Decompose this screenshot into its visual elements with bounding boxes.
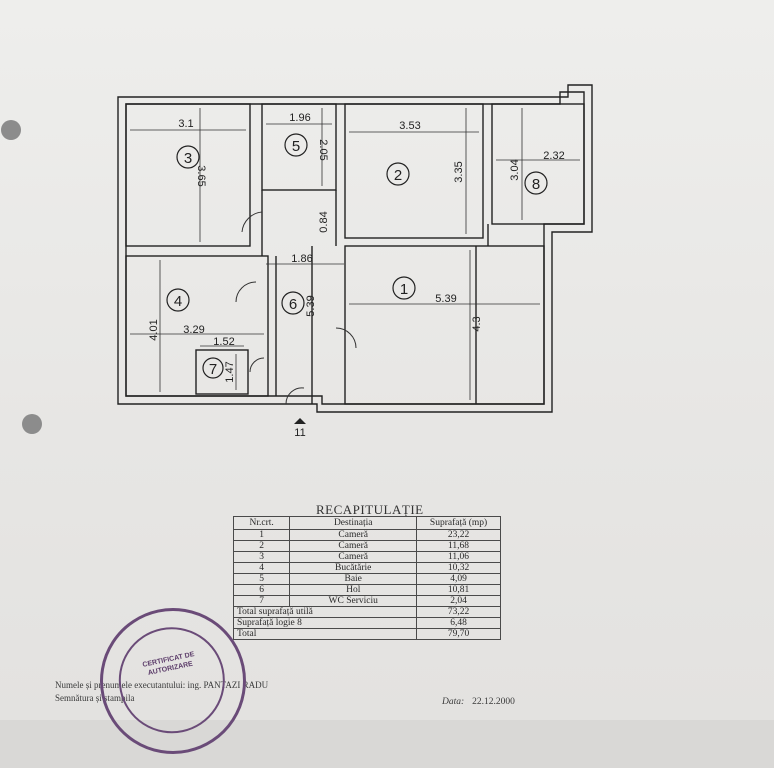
recap-table: Nr.crt. Destinația Suprafață (mp) 1 Came… [232, 516, 501, 640]
date-label: Data: [442, 697, 465, 707]
cell-nr: 7 [232, 595, 291, 607]
table-row: 2 Cameră 11,68 [232, 540, 501, 552]
cell-dest: Baie [289, 573, 418, 585]
header-nr: Nr.crt. [232, 516, 291, 530]
punch-hole-bottom [22, 414, 42, 434]
room-label-4: 4 [174, 293, 182, 310]
dim-room8-width: 2.32 [543, 150, 564, 162]
floor-plan: 1 2 3 4 5 6 7 8 3.1 3.65 1.96 2.05 3.53 … [117, 84, 593, 439]
dim-room2-width: 3.53 [399, 120, 420, 132]
table-header-row: Nr.crt. Destinația Suprafață (mp) [232, 516, 501, 530]
dim-room7-height: 1.47 [224, 361, 236, 382]
table-row: 6 Hol 10,81 [232, 584, 501, 596]
table-row: 5 Baie 4,09 [232, 573, 501, 585]
logie-label: Suprafață logie 8 [232, 617, 418, 629]
cell-nr: 5 [232, 573, 291, 585]
cell-surf: 11,06 [416, 551, 501, 563]
entrance-marker: 11 [294, 427, 305, 439]
cell-surf: 2,04 [416, 595, 501, 607]
date-value: 22.12.2000 [472, 697, 515, 707]
room-label-5: 5 [292, 138, 300, 155]
cell-surf: 10,32 [416, 562, 501, 574]
cell-dest: Bucătărie [289, 562, 418, 574]
cell-nr: 3 [232, 551, 291, 563]
total-util-label: Total suprafață utilă [232, 606, 418, 618]
room-label-8: 8 [532, 176, 540, 193]
dim-room5-height: 2.05 [317, 139, 329, 160]
cell-surf: 11,68 [416, 540, 501, 552]
cell-surf: 23,22 [416, 529, 501, 541]
total-value: 79,70 [416, 628, 501, 640]
cell-dest: WC Serviciu [289, 595, 418, 607]
room-label-3: 3 [184, 150, 192, 167]
table-row: 4 Bucătărie 10,32 [232, 562, 501, 574]
cell-dest: Cameră [289, 529, 418, 541]
cell-nr: 1 [232, 529, 291, 541]
room-label-7: 7 [209, 361, 217, 378]
dim-room4-width: 3.29 [183, 324, 204, 336]
signature-line: Semnătura și ștampila [55, 693, 135, 703]
cell-nr: 4 [232, 562, 291, 574]
total-row: Total 79,70 [232, 628, 501, 640]
header-surf: Suprafață (mp) [416, 516, 501, 530]
dim-hall-height: 5.39 [305, 295, 317, 316]
entrance-arrow-icon: 11 [294, 418, 306, 439]
stamp-inner-ring: CERTIFICAT DE AUTORIZARE [108, 617, 235, 744]
dim-hall-gap: 0.84 [318, 211, 330, 232]
logie-row: Suprafață logie 8 6,48 [232, 617, 501, 629]
room-label-2: 2 [394, 167, 402, 184]
dim-room4-height: 4.01 [148, 319, 160, 340]
room-label-1: 1 [400, 281, 408, 298]
cell-dest: Cameră [289, 551, 418, 563]
punch-hole-top [1, 120, 21, 140]
header-dest: Destinația [289, 516, 418, 530]
cell-surf: 10,81 [416, 584, 501, 596]
dim-room3-width: 3.1 [178, 118, 193, 130]
cell-surf: 4,09 [416, 573, 501, 585]
dim-room8-height: 3.04 [509, 159, 521, 180]
table-row: 3 Cameră 11,06 [232, 551, 501, 563]
recap-title: RECAPITULAȚIE [316, 502, 424, 517]
room-label-6: 6 [289, 296, 297, 313]
dim-room5-width: 1.96 [289, 112, 310, 124]
dim-hall-width: 1.86 [291, 253, 312, 265]
table-row: 1 Cameră 23,22 [232, 529, 501, 541]
executant-name: Numele și prenumele executantului: ing. … [55, 680, 269, 690]
dim-room1-width: 5.39 [435, 293, 456, 305]
table-row: 7 WC Serviciu 2,04 [232, 595, 501, 607]
cell-dest: Cameră [289, 540, 418, 552]
date-block: Data: 22.12.2000 [442, 697, 515, 707]
cell-nr: 6 [232, 584, 291, 596]
stamp-text: CERTIFICAT DE AUTORIZARE [141, 651, 196, 677]
dim-room1-height: 4.3 [471, 316, 483, 331]
logie-value: 6,48 [416, 617, 501, 629]
total-util-value: 73,22 [416, 606, 501, 618]
dim-room2-height: 3.35 [453, 161, 465, 182]
dim-room3-height: 3.65 [195, 165, 207, 186]
total-label: Total [232, 628, 418, 640]
dim-room7-width: 1.52 [213, 336, 234, 348]
cell-dest: Hol [289, 584, 418, 596]
cell-nr: 2 [232, 540, 291, 552]
total-util-row: Total suprafață utilă 73,22 [232, 606, 501, 618]
